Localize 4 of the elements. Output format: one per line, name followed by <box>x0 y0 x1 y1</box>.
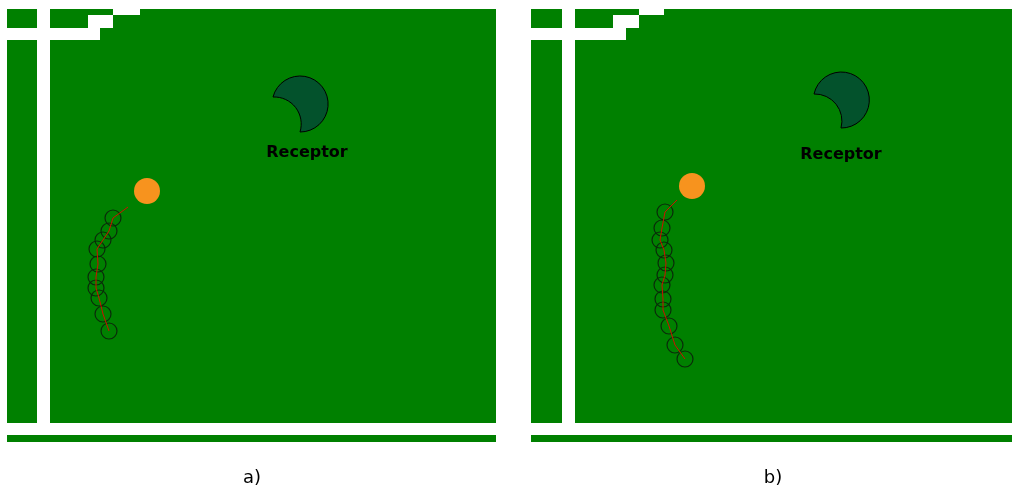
panel-caption: a) <box>242 468 262 486</box>
panel-caption: b) <box>763 468 783 486</box>
receptor-label: Receptor <box>800 146 882 162</box>
receptor-label: Receptor <box>266 144 348 160</box>
